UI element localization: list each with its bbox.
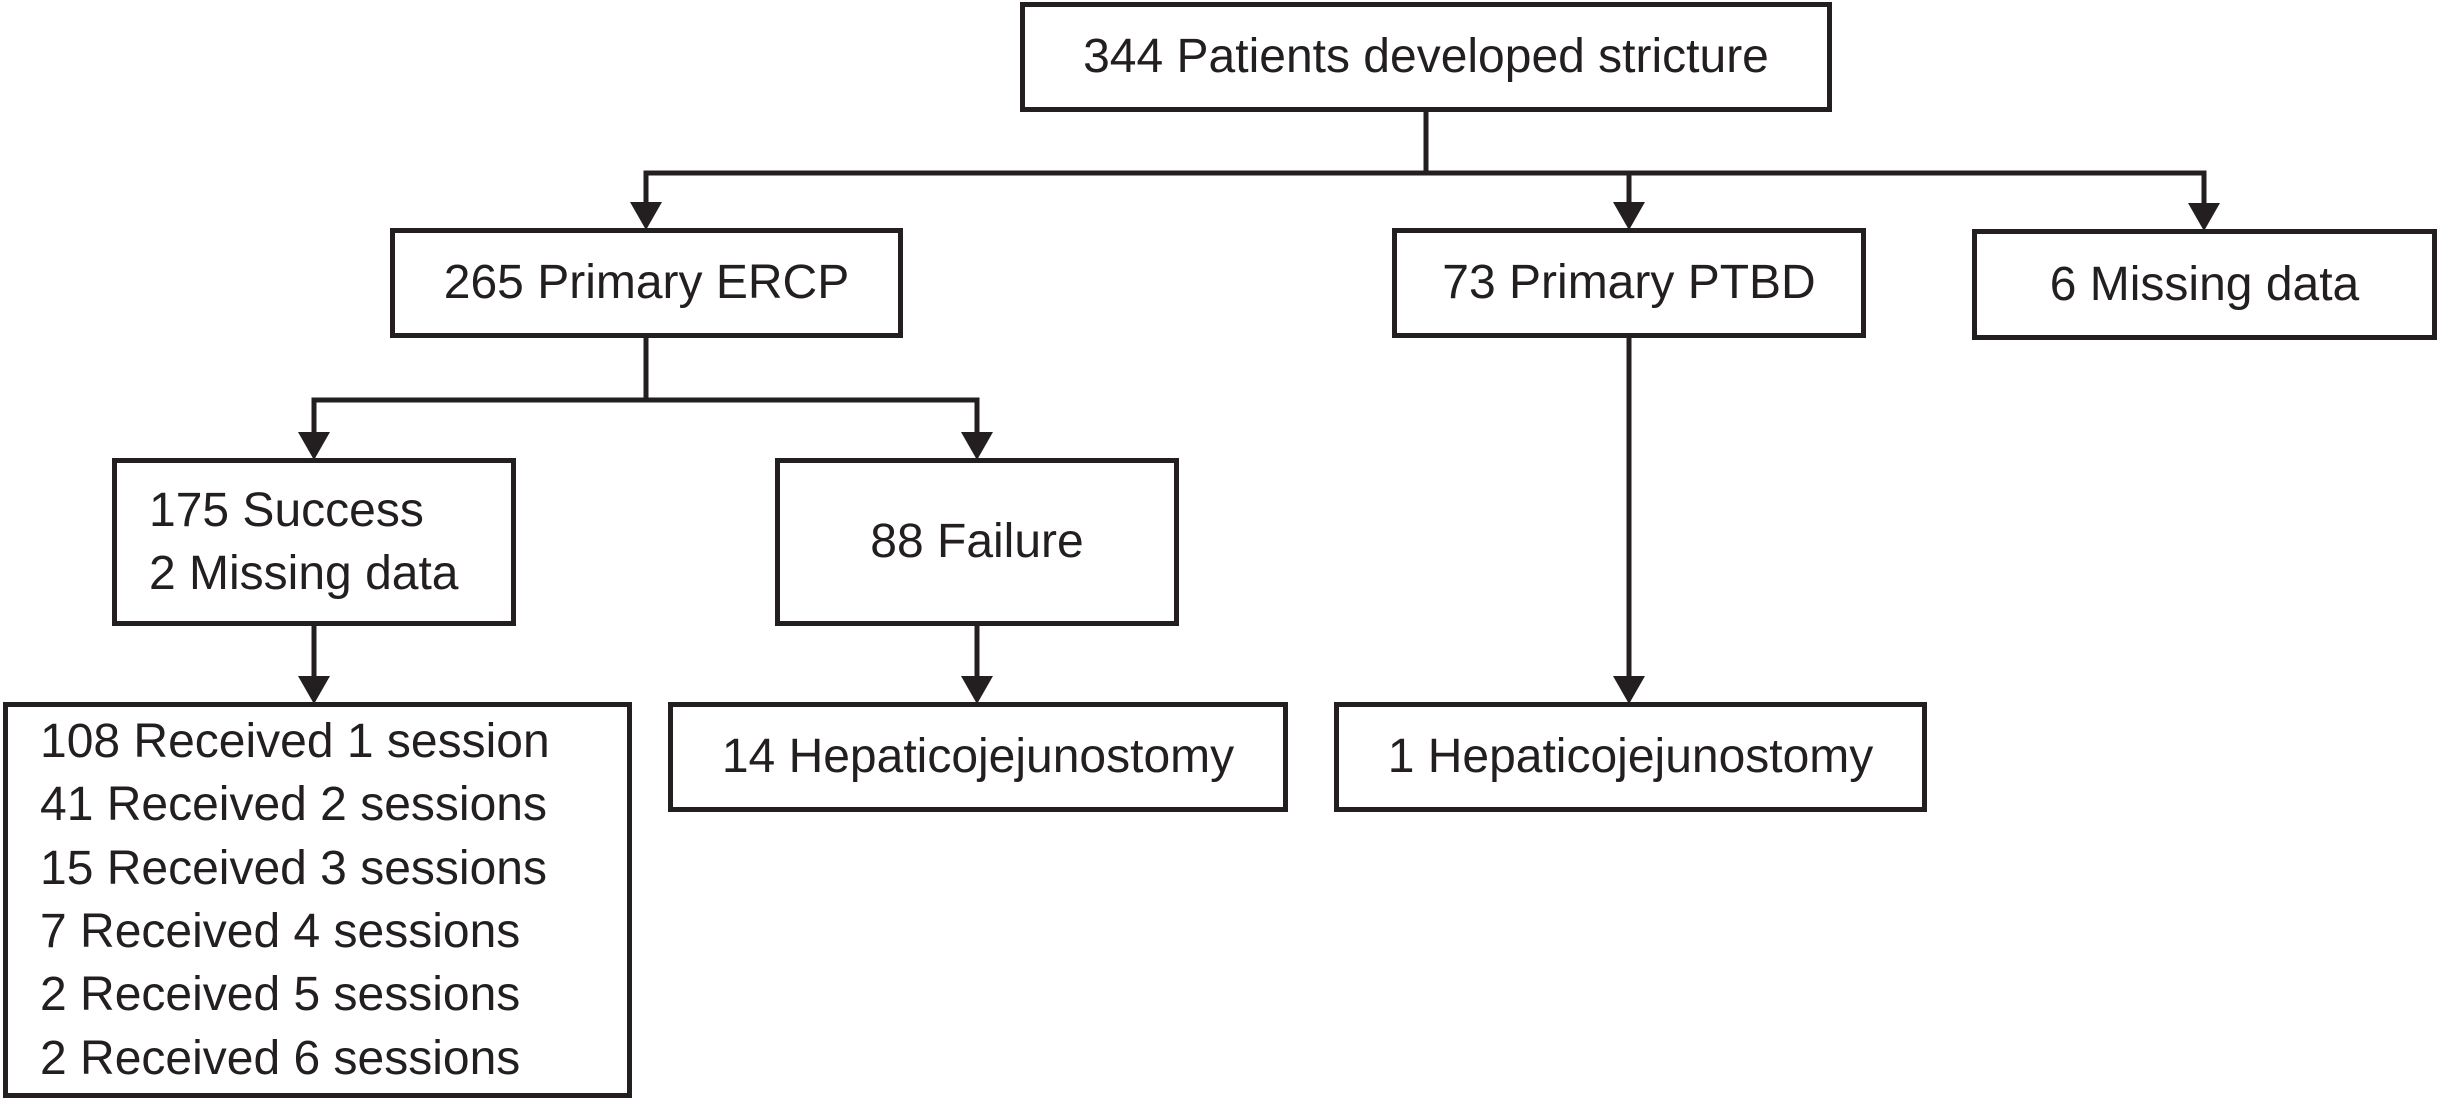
edge-root-split [646, 112, 2204, 176]
node-primary-ptbd: 73 Primary PTBD [1392, 228, 1866, 338]
node-received-sessions: 108 Received 1 session 41 Received 2 ses… [3, 702, 632, 1098]
edge-ercp-split [314, 338, 977, 403]
edge-ercp-to-success [298, 397, 330, 460]
node-primary-ercp: 265 Primary ERCP [390, 228, 903, 338]
edge-success-to-sessions [298, 626, 330, 704]
edge-root-to-primary-ptbd [1613, 170, 1645, 230]
edge-ercp-to-failure [961, 397, 993, 460]
edge-root-to-missing-data [2188, 170, 2220, 231]
node-hepaticojejunostomy-after-ptbd: 1 Hepaticojejunostomy [1334, 702, 1927, 812]
node-patients-developed-stricture: 344 Patients developed stricture [1020, 2, 1832, 112]
node-ercp-failure: 88 Failure [775, 458, 1179, 626]
edge-failure-to-hepaticojejunostomy [961, 626, 993, 704]
node-hepaticojejunostomy-after-failure: 14 Hepaticojejunostomy [668, 702, 1288, 812]
edge-ptbd-to-hepaticojejunostomy [1613, 338, 1645, 704]
node-ercp-success: 175 Success 2 Missing data [112, 458, 516, 626]
edge-root-to-primary-ercp [630, 170, 662, 230]
node-missing-data: 6 Missing data [1972, 229, 2437, 340]
